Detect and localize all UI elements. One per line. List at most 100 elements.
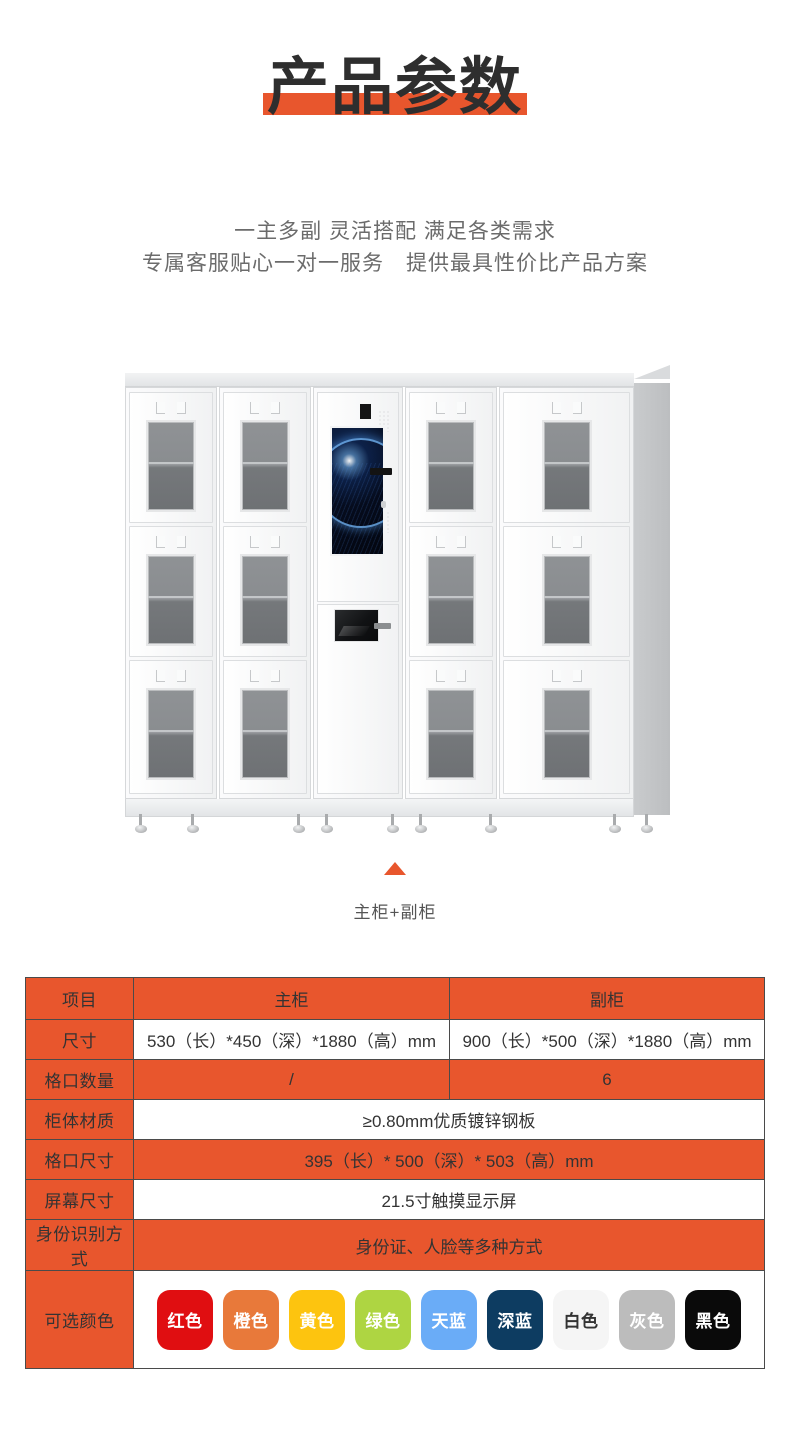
- cabinet-leg: [293, 814, 305, 836]
- color-swatch-4[interactable]: 天蓝: [421, 1289, 477, 1350]
- subtitle-line-2: 专属客服贴心一对一服务 提供最具性价比产品方案: [142, 252, 648, 275]
- table-row: 格口尺寸 395（长）* 500（深）* 503（高）mm: [25, 1139, 765, 1180]
- spec-table: 项目 主柜 副柜 尺寸 530（长）*450（深）*1880（高）mm 900（…: [25, 977, 765, 1369]
- cabinet-leg: [387, 814, 399, 836]
- cabinet-leg: [321, 814, 333, 836]
- locker-door: [503, 526, 630, 657]
- table-row-colors: 可选颜色 红色橙色黄色绿色天蓝深蓝白色灰色黑色: [25, 1270, 765, 1369]
- color-swatch-8[interactable]: 黑色: [685, 1289, 741, 1350]
- color-swatch-5[interactable]: 深蓝: [487, 1289, 543, 1350]
- cabinet-leg: [187, 814, 199, 836]
- door-handle-icon: [435, 402, 467, 414]
- door-handle-icon: [551, 402, 583, 414]
- subtitle-line-1: 一主多副 灵活搭配 满足各类需求: [234, 220, 556, 243]
- locker-door: [409, 392, 493, 523]
- row-label: 格口数量: [25, 1059, 134, 1100]
- color-swatch-1[interactable]: 橙色: [223, 1289, 279, 1350]
- cabinet-leg: [415, 814, 427, 836]
- color-options-cell: 红色橙色黄色绿色天蓝深蓝白色灰色黑色: [133, 1270, 765, 1369]
- color-swatch-2[interactable]: 黄色: [289, 1289, 345, 1350]
- main-unit-lower-panel: [317, 604, 399, 794]
- table-row: 尺寸 530（长）*450（深）*1880（高）mm 900（长）*500（深）…: [25, 1019, 765, 1060]
- cabinet-leg: [641, 814, 653, 836]
- locker-door: [223, 660, 307, 794]
- row-value-merged: 身份证、人脸等多种方式: [133, 1219, 765, 1271]
- row-label: 尺寸: [25, 1019, 134, 1060]
- cabinet-leg: [135, 814, 147, 836]
- row-label: 可选颜色: [25, 1270, 134, 1369]
- door-handle-icon: [155, 536, 187, 548]
- door-window: [426, 554, 476, 646]
- camera-icon: [360, 404, 371, 419]
- row-value-main: /: [133, 1059, 450, 1100]
- door-window: [541, 554, 592, 646]
- row-value-merged: 395（长）* 500（深）* 503（高）mm: [133, 1139, 765, 1180]
- locker-bank-4: [405, 387, 497, 799]
- cabinet-leg: [609, 814, 621, 836]
- locker-door: [409, 660, 493, 794]
- door-handle-icon: [435, 670, 467, 682]
- row-value-merged: ≥0.80mm优质镀锌钢板: [133, 1099, 765, 1140]
- cabinet-side-panel: [634, 383, 670, 815]
- color-swatch-3[interactable]: 绿色: [355, 1289, 411, 1350]
- color-swatch-7[interactable]: 灰色: [619, 1289, 675, 1350]
- door-window: [426, 420, 476, 512]
- locker-door: [503, 660, 630, 794]
- locker-cabinet-illustration: [125, 365, 670, 833]
- product-image-area: [0, 355, 790, 855]
- caption-arrow-icon: [384, 862, 406, 875]
- lock-icon: [381, 501, 386, 508]
- receipt-slot: [374, 623, 391, 629]
- row-value-merged: 21.5寸触摸显示屏: [133, 1179, 765, 1220]
- row-label: 屏幕尺寸: [25, 1179, 134, 1220]
- door-handle-icon: [155, 670, 187, 682]
- header-cell-main: 主柜: [133, 977, 450, 1020]
- touch-display-screen[interactable]: [330, 426, 385, 556]
- door-handle-icon: [249, 670, 281, 682]
- door-window: [146, 420, 196, 512]
- cabinet-base: [125, 799, 634, 817]
- row-value-sub: 6: [449, 1059, 765, 1100]
- header-cell-sub: 副柜: [449, 977, 765, 1020]
- door-window: [146, 688, 196, 780]
- door-handle-icon: [249, 536, 281, 548]
- title-highlight-bar: [262, 93, 527, 116]
- subtitle-block: 一主多副 灵活搭配 满足各类需求 专属客服贴心一对一服务 提供最具性价比产品方案: [0, 216, 790, 280]
- table-row: 屏幕尺寸 21.5寸触摸显示屏: [25, 1179, 765, 1220]
- door-handle-icon: [249, 402, 281, 414]
- color-swatch-list: 红色橙色黄色绿色天蓝深蓝白色灰色黑色: [140, 1289, 758, 1350]
- locker-bank-1: [125, 387, 217, 799]
- page-title-block: 产品参数: [0, 52, 790, 121]
- header-cell-item: 项目: [25, 977, 134, 1020]
- door-window: [146, 554, 196, 646]
- table-row: 身份识别方式 身份证、人脸等多种方式: [25, 1219, 765, 1271]
- door-window: [240, 688, 290, 780]
- product-caption: 主柜+副柜: [353, 903, 437, 922]
- locker-bank-2: [219, 387, 311, 799]
- main-unit-upper-panel: [317, 392, 399, 602]
- color-swatch-6[interactable]: 白色: [553, 1289, 609, 1350]
- main-cabinet-unit: [313, 387, 403, 799]
- row-value-sub: 900（长）*500（深）*1880（高）mm: [449, 1019, 765, 1060]
- locker-door: [503, 392, 630, 523]
- table-header-row: 项目 主柜 副柜: [25, 977, 765, 1020]
- color-swatch-0[interactable]: 红色: [157, 1289, 213, 1350]
- row-label: 身份识别方式: [25, 1219, 134, 1271]
- locker-bank-5: [499, 387, 634, 799]
- pickup-tray: [334, 609, 379, 642]
- title-wrapper: 产品参数: [255, 52, 535, 121]
- door-window: [541, 420, 592, 512]
- cabinet-leg: [485, 814, 497, 836]
- door-handle-icon: [155, 402, 187, 414]
- table-row: 柜体材质 ≥0.80mm优质镀锌钢板: [25, 1099, 765, 1140]
- locker-door: [129, 660, 213, 794]
- door-handle-icon: [435, 536, 467, 548]
- locker-door: [409, 526, 493, 657]
- locker-door: [129, 526, 213, 657]
- door-window: [426, 688, 476, 780]
- card-reader-slot: [370, 468, 392, 475]
- door-handle-icon: [551, 670, 583, 682]
- cabinet-top-face: [125, 365, 670, 387]
- locker-door: [223, 392, 307, 523]
